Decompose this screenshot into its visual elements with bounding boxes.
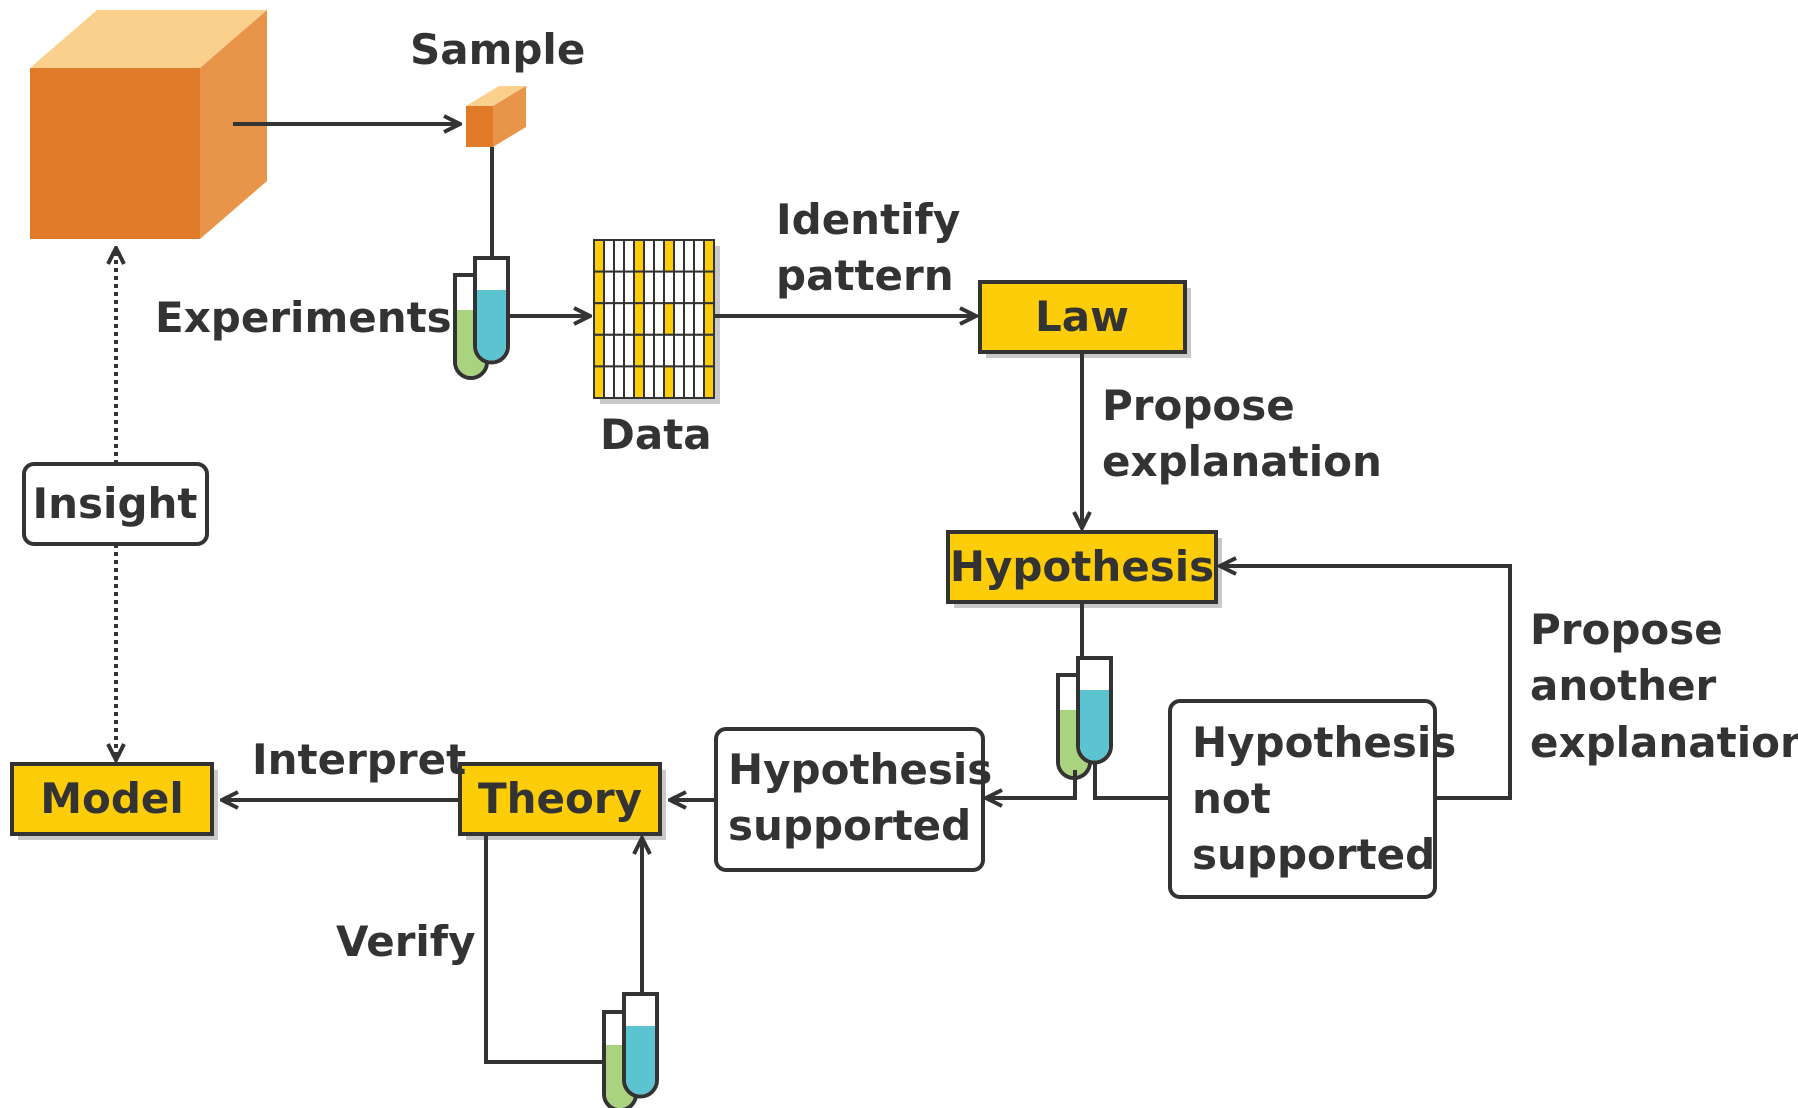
data-grid-cell [663, 270, 675, 305]
data-grid-cell [663, 333, 675, 368]
arrow-not-supported-to-hypothesis [1220, 566, 1512, 800]
arrow-tubes-to-supported [986, 770, 1077, 798]
verify-label: Verify [336, 917, 475, 966]
data-grid-cell [623, 239, 635, 273]
data-grid-cell [653, 333, 665, 368]
data-grid-cell [653, 365, 665, 399]
data-grid-cell [613, 365, 625, 399]
data-grid-cell [613, 239, 625, 273]
line-tubes-to-not-supported [1093, 762, 1170, 800]
data-grid-cell [603, 365, 615, 399]
data-grid-cell [643, 302, 655, 336]
data-grid-cell [623, 302, 635, 336]
data-grid-cell [653, 270, 665, 305]
law-box-label: Law [1035, 292, 1129, 341]
interpret-label: Interpret [252, 735, 466, 784]
data-grid-cell [633, 270, 645, 305]
data-grid-cell [703, 365, 715, 399]
data-grid-cell [683, 365, 695, 399]
data-grid-cell [613, 270, 625, 305]
data-grid-cell [593, 270, 605, 305]
data-grid-cell [613, 302, 625, 336]
propose-explanation-label: Propose explanation [1102, 381, 1382, 486]
data-grid-cell [603, 239, 615, 273]
hypothesis-supported-label: Hypothesis supported [728, 745, 1007, 850]
data-grid-cell [673, 365, 685, 399]
data-grid-cell [603, 270, 615, 305]
data-grid-cell [643, 365, 655, 399]
data-grid-cell [683, 333, 695, 368]
law-box: Law [978, 280, 1191, 358]
theory-box-label: Theory [478, 774, 642, 823]
data-grid-cell [643, 270, 655, 305]
data-grid-cell [653, 239, 665, 273]
data-grid-cell [693, 365, 705, 399]
data-grid-cell [683, 302, 695, 336]
data-label: Data [600, 410, 712, 459]
data-grid-cell [623, 333, 635, 368]
data-grid-cell [623, 270, 635, 305]
line-theory-to-verify-tubes [484, 834, 612, 1064]
data-grid-cell [693, 239, 705, 273]
data-grid-cell [703, 333, 715, 368]
experiments-label: Experiments [155, 293, 452, 342]
data-grid-cell [663, 365, 675, 399]
data-grid-cell [653, 302, 665, 336]
identify-pattern-label: Identify pattern [776, 195, 975, 300]
test-tubes-icon [602, 992, 659, 1108]
data-grid-cell [593, 365, 605, 399]
data-grid-cell [643, 333, 655, 368]
data-grid-cell [703, 239, 715, 273]
test-tubes-icon [453, 256, 510, 380]
data-grid-cell [643, 239, 655, 273]
insight-box: Insight [22, 462, 209, 546]
data-grid-cell [673, 302, 685, 336]
data-grid-cell [673, 239, 685, 273]
data-grid-cell [663, 302, 675, 336]
model-box-label: Model [40, 774, 184, 823]
data-grid-icon [593, 239, 720, 404]
data-grid-cell [693, 270, 705, 305]
hypothesis-box: Hypothesis [946, 530, 1222, 608]
hypothesis-box-label: Hypothesis [950, 542, 1214, 591]
data-grid-cell [593, 239, 605, 273]
insight-box-label: Insight [33, 479, 198, 528]
data-grid-cell [593, 333, 605, 368]
hypothesis-supported-box: Hypothesis supported [714, 727, 1007, 872]
data-grid-cell [633, 365, 645, 399]
hypothesis-not-supported-box: Hypothesis not supported [1168, 699, 1471, 899]
data-grid-cell [633, 333, 645, 368]
data-grid-cell [673, 270, 685, 305]
data-grid-cell [683, 270, 695, 305]
data-grid-cell [633, 302, 645, 336]
theory-box: Theory [458, 762, 666, 840]
data-grid-cell [693, 302, 705, 336]
sample-cube-icon [466, 86, 526, 147]
material-cube-icon [30, 10, 267, 239]
propose-another-explanation-label: Propose another explanation [1530, 605, 1798, 767]
data-grid-cell [603, 302, 615, 336]
data-grid-cell [683, 239, 695, 273]
data-grid-cell [663, 239, 675, 273]
test-tubes-icon [1056, 656, 1113, 780]
data-grid-cell [693, 333, 705, 368]
data-grid-cell [613, 333, 625, 368]
model-box: Model [10, 762, 218, 840]
data-grid-cell [603, 333, 615, 368]
sample-label: Sample [410, 25, 585, 74]
data-grid-cell [623, 365, 635, 399]
data-grid-cell [703, 302, 715, 336]
data-grid-cell [633, 239, 645, 273]
data-grid-cell [593, 302, 605, 336]
hypothesis-not-supported-label: Hypothesis not supported [1192, 718, 1471, 879]
data-grid-cell [673, 333, 685, 368]
data-grid-cell [703, 270, 715, 305]
